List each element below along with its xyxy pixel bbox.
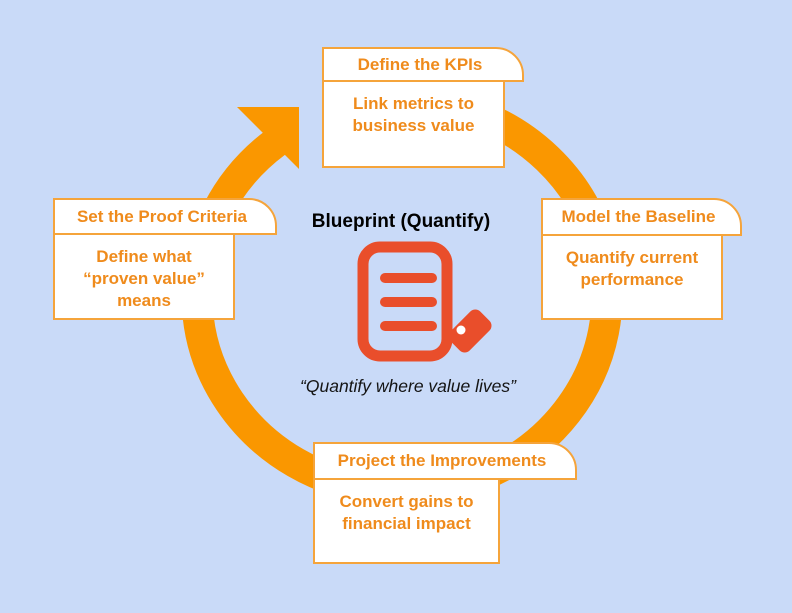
station-detail: Convert gains to financial impact (313, 478, 500, 564)
station-detail: Define what “proven value” means (53, 233, 235, 320)
station-define-kpis: Define the KPIs Link metrics to business… (322, 47, 524, 168)
tag-shape (448, 309, 492, 353)
station-detail: Quantify current performance (541, 234, 723, 320)
station-model-baseline: Model the Baseline Quantify current perf… (541, 198, 742, 320)
center-title: Blueprint (Quantify) (311, 211, 491, 232)
cycle-arrowhead-icon (237, 107, 299, 169)
document-outline (357, 241, 453, 362)
station-project-improvements: Project the Improvements Convert gains t… (313, 442, 577, 564)
center-quote: “Quantify where value lives” (300, 376, 516, 396)
document-with-tag-icon (357, 241, 492, 362)
station-title: Model the Baseline (541, 198, 742, 236)
station-set-proof-criteria: Set the Proof Criteria Define what “prov… (53, 198, 277, 320)
station-title: Define the KPIs (322, 47, 524, 82)
station-title: Project the Improvements (313, 442, 577, 480)
tag-hole (456, 325, 466, 335)
station-title: Set the Proof Criteria (53, 198, 277, 235)
station-detail: Link metrics to business value (322, 80, 505, 168)
